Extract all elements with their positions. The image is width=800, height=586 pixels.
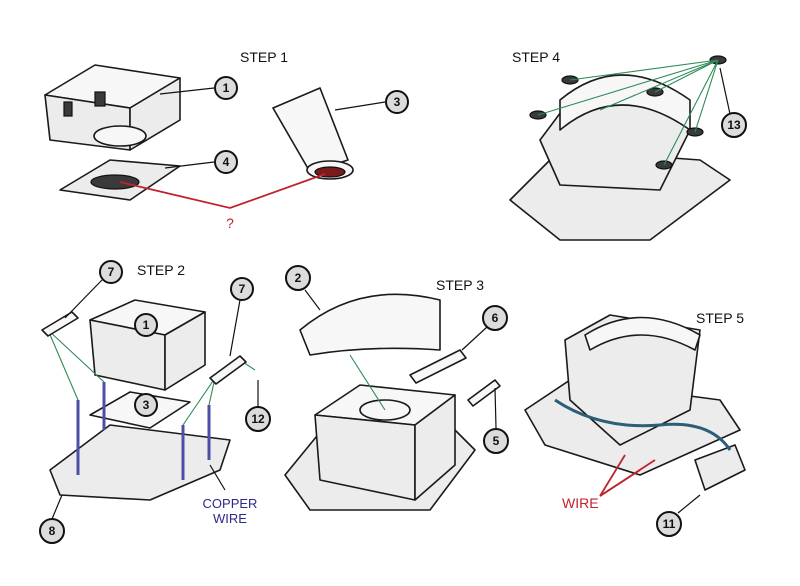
- callout-2: 2: [285, 265, 311, 291]
- step3-title: STEP 3: [436, 277, 484, 293]
- svg-text:3: 3: [394, 95, 401, 109]
- part1-housing: [44, 64, 181, 151]
- step1-title: STEP 1: [240, 49, 288, 65]
- copper-wire-label-line1: COPPER: [203, 496, 258, 511]
- svg-text:6: 6: [492, 311, 499, 325]
- callout-3: 3: [385, 90, 409, 114]
- callout-1-step2: 1: [134, 313, 158, 337]
- svg-text:13: 13: [727, 118, 741, 132]
- copper-wire-label-line2: WIRE: [213, 511, 247, 526]
- svg-text:5: 5: [493, 434, 500, 448]
- callout-1: 1: [214, 76, 238, 100]
- callout-7a: 7: [99, 260, 123, 284]
- step4-group: STEP 4 13: [509, 49, 747, 241]
- step4-title: STEP 4: [512, 49, 560, 65]
- step2-title: STEP 2: [137, 262, 185, 278]
- callout-6: 6: [482, 305, 508, 331]
- svg-text:8: 8: [49, 524, 56, 538]
- step2-group: STEP 2 COPPER WIRE 7 1 3 7 12 8: [39, 260, 271, 544]
- part4-base-plate: [59, 159, 181, 201]
- step3-group: STEP 3 2 6 5: [284, 265, 509, 511]
- svg-text:11: 11: [663, 517, 676, 531]
- svg-text:1: 1: [223, 81, 230, 95]
- svg-text:12: 12: [251, 412, 265, 426]
- svg-text:2: 2: [295, 271, 302, 285]
- callout-11: 11: [656, 511, 682, 537]
- svg-text:7: 7: [108, 265, 115, 279]
- step1-group: STEP 1 ? 1 4 3: [44, 49, 409, 231]
- callout-5: 5: [483, 428, 509, 454]
- question-mark: ?: [226, 215, 234, 231]
- callout-7b: 7: [230, 277, 254, 301]
- step5-title: STEP 5: [696, 310, 744, 326]
- callout-12: 12: [245, 406, 271, 432]
- callout-13: 13: [721, 112, 747, 138]
- callout-8: 8: [39, 518, 65, 544]
- wire-label: WIRE: [562, 495, 599, 511]
- callout-3-step2: 3: [134, 393, 158, 417]
- svg-text:4: 4: [223, 155, 230, 169]
- callout-4: 4: [214, 150, 238, 174]
- svg-text:1: 1: [143, 318, 150, 332]
- part3-cylinder: [272, 87, 354, 180]
- svg-text:3: 3: [143, 398, 150, 412]
- svg-text:7: 7: [239, 282, 246, 296]
- step5-group: STEP 5 WIRE 11: [524, 310, 746, 537]
